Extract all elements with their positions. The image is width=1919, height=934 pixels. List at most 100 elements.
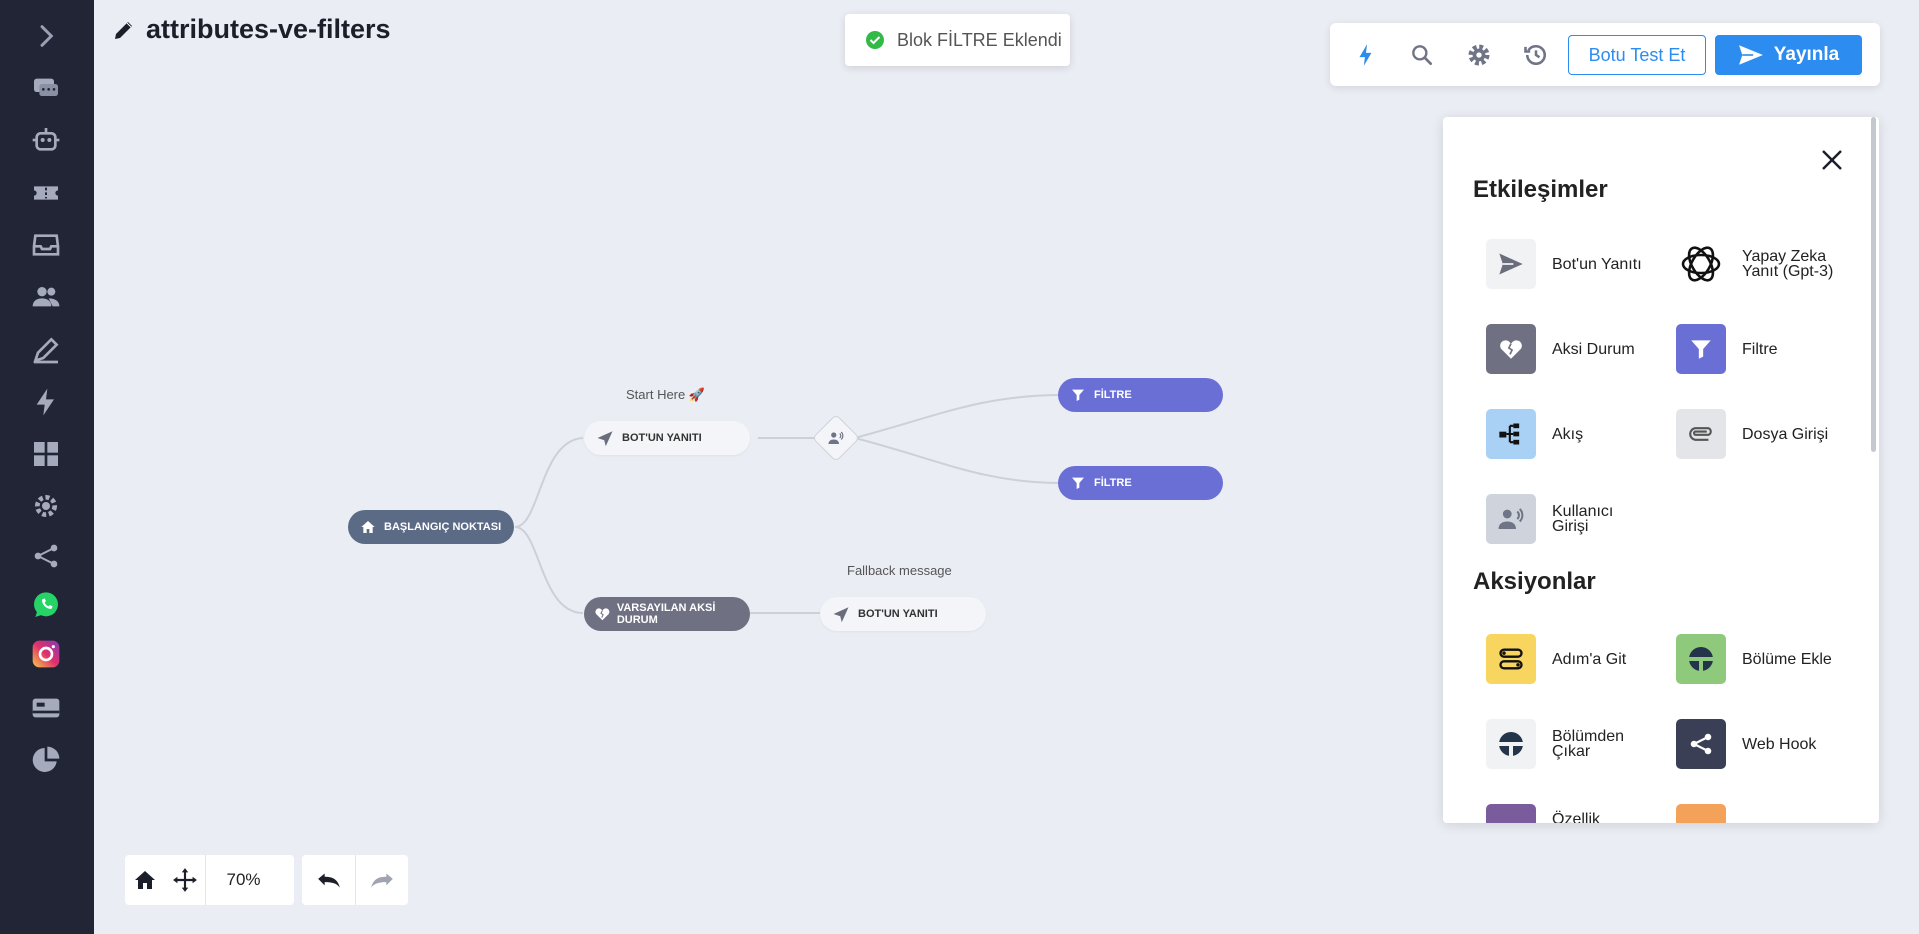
start-node-label: BAŞLANGIÇ NOKTASI bbox=[384, 521, 502, 533]
zoom-level: 70% bbox=[205, 855, 281, 905]
fallback-reply-node-label: BOT'UN YANITI bbox=[858, 608, 938, 620]
move-arrows-icon bbox=[173, 868, 197, 892]
edit-icon[interactable] bbox=[28, 332, 64, 368]
filter-node-1[interactable]: FİLTRE bbox=[1058, 378, 1223, 412]
block-fallback[interactable]: Aksi Durum bbox=[1486, 324, 1661, 374]
filter-icon bbox=[1676, 324, 1726, 374]
block-label: Akış bbox=[1552, 425, 1584, 443]
share-icon[interactable] bbox=[28, 538, 64, 574]
fallback-reply-title: Fallback message bbox=[847, 563, 952, 578]
canvas-controls: 70% bbox=[125, 855, 294, 905]
users-icon[interactable] bbox=[28, 279, 64, 315]
filter-node-2[interactable]: FİLTRE bbox=[1058, 466, 1223, 500]
segment-remove-icon bbox=[1486, 719, 1536, 769]
block-user-input[interactable]: Kullanıcı Girişi bbox=[1486, 494, 1661, 544]
lightning-icon[interactable] bbox=[28, 384, 64, 420]
publish-button[interactable]: Yayınla bbox=[1715, 35, 1862, 75]
flow-icon bbox=[1486, 409, 1536, 459]
test-bot-button[interactable]: Botu Test Et bbox=[1568, 35, 1706, 75]
whatsapp-icon[interactable] bbox=[28, 587, 64, 623]
fallback-node[interactable]: VARSAYILAN AKSİ DURUM bbox=[584, 597, 750, 631]
instagram-icon[interactable] bbox=[28, 636, 64, 672]
block-label: Bölümden Çıkar bbox=[1552, 728, 1625, 760]
home-icon bbox=[135, 871, 155, 889]
ticket-icon[interactable] bbox=[28, 175, 64, 211]
gear-icon[interactable] bbox=[1463, 39, 1495, 71]
pie-chart-icon[interactable] bbox=[28, 742, 64, 778]
pencil-icon[interactable] bbox=[112, 18, 136, 42]
sidebar bbox=[0, 0, 94, 934]
inbox-icon[interactable] bbox=[28, 227, 64, 263]
fit-view-button[interactable] bbox=[165, 855, 205, 905]
settings-gear-icon[interactable] bbox=[28, 488, 64, 524]
broken-heart-icon bbox=[595, 608, 610, 621]
toast-message: Blok FİLTRE Eklendi bbox=[897, 29, 1062, 50]
flow-name[interactable]: attributes-ve-filters bbox=[146, 14, 391, 44]
reply-node-title: Start Here 🚀 bbox=[626, 387, 706, 402]
user-voice-icon bbox=[1486, 494, 1536, 544]
search-icon[interactable] bbox=[1406, 39, 1438, 71]
share-icon bbox=[1676, 719, 1726, 769]
close-icon[interactable] bbox=[1817, 145, 1847, 175]
broken-heart-icon bbox=[1486, 324, 1536, 374]
block-label: Özellik bbox=[1552, 811, 1601, 824]
lightning-icon[interactable] bbox=[1350, 39, 1382, 71]
bot-reply-node-label: BOT'UN YANITI bbox=[622, 432, 702, 444]
page-title: attributes-ve-filters bbox=[112, 14, 391, 45]
bot-reply-node[interactable]: BOT'UN YANITI bbox=[584, 421, 750, 455]
card-icon[interactable] bbox=[28, 690, 64, 726]
robot-icon[interactable] bbox=[28, 122, 64, 158]
block-label: Adım'a Git bbox=[1552, 650, 1627, 668]
filter-icon bbox=[1072, 477, 1084, 489]
goto-step-icon bbox=[1486, 634, 1536, 684]
blocks-panel: Etkileşimler Bot'un Yanıtı Yapay Zeka Ya… bbox=[1443, 117, 1879, 823]
undo-button[interactable] bbox=[302, 855, 355, 905]
block-ai-reply[interactable]: Yapay Zeka Yanıt (Gpt-3) bbox=[1676, 239, 1851, 289]
panel-scrollbar[interactable] bbox=[1871, 117, 1876, 452]
block-label: Filtre bbox=[1742, 340, 1778, 358]
block-flow[interactable]: Akış bbox=[1486, 409, 1661, 459]
top-toolbar: Botu Test Et Yayınla bbox=[1330, 23, 1880, 86]
user-voice-icon bbox=[824, 426, 848, 450]
attribute-icon bbox=[1486, 804, 1536, 823]
chat-bubbles-icon[interactable] bbox=[28, 70, 64, 106]
fallback-reply-node[interactable]: BOT'UN YANITI bbox=[820, 597, 986, 631]
block-file-input[interactable]: Dosya Girişi bbox=[1676, 409, 1851, 459]
history-icon[interactable] bbox=[1520, 39, 1552, 71]
home-button[interactable] bbox=[125, 855, 165, 905]
grid-icon[interactable] bbox=[28, 436, 64, 472]
segment-add-icon bbox=[1676, 634, 1726, 684]
expand-chevron-icon[interactable] bbox=[28, 18, 64, 54]
block-webhook[interactable]: Web Hook bbox=[1676, 719, 1851, 769]
actions-heading: Aksiyonlar bbox=[1473, 568, 1596, 595]
block-add-segment[interactable]: Bölüme Ekle bbox=[1676, 634, 1851, 684]
block-label: Bot'un Yanıtı bbox=[1552, 255, 1642, 273]
toast-notification: Blok FİLTRE Eklendi bbox=[845, 14, 1070, 66]
filter-icon bbox=[1072, 389, 1084, 401]
block-label: Yapay Zeka Yanıt (Gpt-3) bbox=[1742, 248, 1834, 280]
redo-button[interactable] bbox=[355, 855, 408, 905]
filter-node-1-label: FİLTRE bbox=[1094, 389, 1132, 401]
paperclip-icon bbox=[1676, 409, 1726, 459]
block-attribute[interactable]: Özellik bbox=[1486, 804, 1661, 823]
fallback-node-label: VARSAYILAN AKSİ DURUM bbox=[616, 602, 716, 626]
block-action[interactable] bbox=[1676, 804, 1851, 823]
action-icon bbox=[1676, 804, 1726, 823]
home-icon bbox=[361, 521, 375, 533]
block-remove-segment[interactable]: Bölümden Çıkar bbox=[1486, 719, 1661, 769]
block-filter[interactable]: Filtre bbox=[1676, 324, 1851, 374]
send-icon bbox=[597, 431, 613, 447]
block-goto-step[interactable]: Adım'a Git bbox=[1486, 634, 1661, 684]
redo-icon bbox=[371, 873, 393, 888]
block-bot-reply[interactable]: Bot'un Yanıtı bbox=[1486, 239, 1661, 289]
publish-label: Yayınla bbox=[1773, 44, 1840, 65]
send-icon bbox=[833, 607, 849, 623]
filter-node-2-label: FİLTRE bbox=[1094, 477, 1132, 489]
undo-icon bbox=[317, 873, 340, 888]
block-label: Aksi Durum bbox=[1552, 340, 1635, 358]
history-controls bbox=[302, 855, 408, 905]
send-icon bbox=[1738, 45, 1763, 65]
start-node[interactable]: BAŞLANGIÇ NOKTASI bbox=[348, 510, 514, 544]
panel-scrollbar-track bbox=[1869, 117, 1879, 823]
